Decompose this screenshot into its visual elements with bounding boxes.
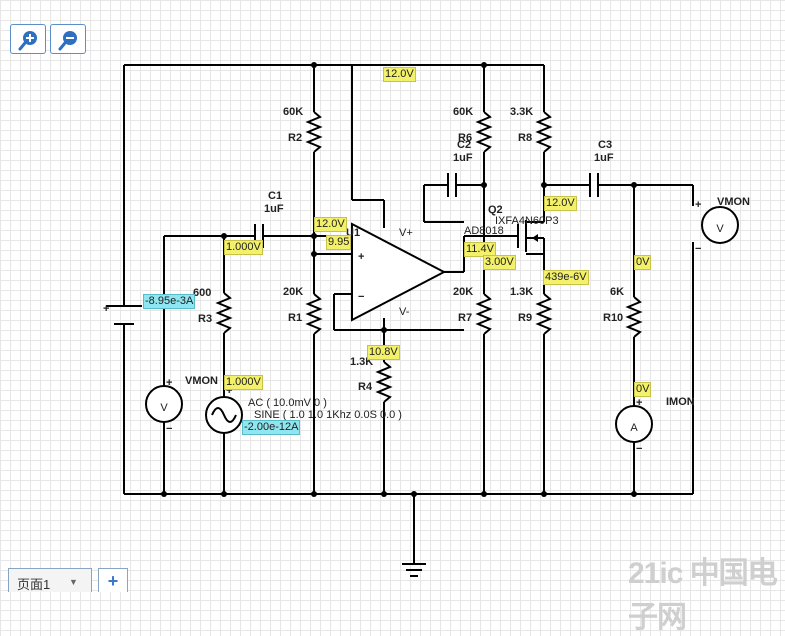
probe-opamp-output[interactable]: 11.4V: [464, 242, 496, 257]
vmon-left-plus: +: [166, 377, 172, 389]
r3-ref: R3: [198, 313, 212, 325]
zoom-out-button[interactable]: [50, 24, 86, 54]
r9-value: 1.3K: [510, 286, 533, 298]
r3-value: 600: [193, 287, 211, 299]
c1-value: 1uF: [264, 203, 284, 215]
c3-value: 1uF: [594, 152, 614, 164]
vmon-right-minus: −: [695, 243, 701, 255]
capacitor-c2[interactable]: [447, 173, 457, 197]
r7-value: 20K: [453, 286, 473, 298]
tab-page1[interactable]: 页面1 ▼: [8, 568, 92, 592]
probe-r10[interactable]: 0V: [634, 255, 652, 270]
probe-u1-input2[interactable]: 9.95: [326, 235, 352, 250]
tab-page1-label: 页面1: [17, 577, 51, 592]
mosfet-arrow-icon: [532, 234, 538, 242]
probe-r4-node[interactable]: 10.8V: [367, 345, 400, 360]
imon-minus: −: [636, 443, 642, 455]
zoom-in-button[interactable]: [10, 24, 46, 54]
imon-label: IMON: [666, 396, 695, 408]
source-line1: AC ( 10.0mV 0 ): [248, 397, 327, 409]
battery-plus: +: [103, 303, 109, 315]
probe-u1-input[interactable]: 12.0V: [314, 217, 347, 232]
ac-source[interactable]: [205, 396, 243, 434]
r1-value: 20K: [283, 286, 303, 298]
capacitor-c3[interactable]: [589, 173, 599, 197]
resistor-r1[interactable]: [305, 293, 323, 335]
probe-top-rail[interactable]: 12.0V: [383, 67, 416, 82]
vmon-left-minus: −: [166, 423, 172, 435]
ammeter-symbol: A: [630, 422, 638, 434]
resistor-r4[interactable]: [375, 361, 393, 403]
r6-ref: R6: [458, 132, 472, 144]
battery[interactable]: [106, 305, 142, 325]
imon-plus: +: [636, 397, 642, 409]
zoom-in-icon: [18, 31, 37, 51]
r1-ref: R1: [288, 312, 302, 324]
r6-value: 60K: [453, 106, 473, 118]
add-page-button[interactable]: +: [98, 568, 128, 592]
probe-c1-node[interactable]: 1.000V: [224, 240, 263, 255]
zoom-out-icon: [58, 31, 77, 51]
r9-ref: R9: [518, 312, 532, 324]
probe-source-current[interactable]: -2.00e-12A: [242, 420, 301, 435]
voltmeter-right-symbol: V: [716, 223, 724, 235]
probe-drain[interactable]: 12.0V: [544, 196, 577, 211]
c2-ref: C2: [457, 139, 471, 151]
voltmeter-left[interactable]: [145, 385, 183, 423]
r10-value: 6K: [610, 286, 624, 298]
probe-source[interactable]: 439e-6V: [543, 270, 589, 285]
u1-part: AD8018: [464, 225, 504, 237]
resistor-r6[interactable]: [475, 111, 493, 153]
r10-ref: R10: [603, 312, 623, 324]
schematic-canvas[interactable]: V V A 60K R2 20K R1 600 R3 1.3K R4 60K R…: [0, 0, 785, 592]
voltmeter-right[interactable]: [701, 206, 739, 244]
u1-vplus: V+: [399, 227, 413, 239]
source-line2: SINE ( 1.0 1.0 1Khz 0.0S 0.0 ): [254, 409, 402, 421]
u1-plus-pin: +: [358, 251, 364, 263]
source-label: VMON: [185, 375, 218, 387]
watermark-logo: 21ic 中国电子网: [628, 557, 778, 634]
r8-ref: R8: [518, 132, 532, 144]
source-plus: +: [226, 385, 232, 397]
vmon-right-plus: +: [695, 199, 701, 211]
q2-part: IXFA4N60P3: [495, 215, 559, 227]
junction-dots: [161, 62, 637, 497]
sine-wave-icon: [211, 407, 237, 423]
opamp-u1[interactable]: [351, 222, 447, 322]
resistor-r10[interactable]: [625, 296, 643, 338]
u1-minus-pin: −: [358, 291, 364, 303]
r4-ref: R4: [358, 381, 373, 393]
resistor-r7[interactable]: [475, 293, 493, 335]
u1-vminus: V-: [399, 306, 410, 318]
probe-imon[interactable]: 0V: [634, 382, 652, 397]
r8-value: 3.3K: [510, 106, 533, 118]
probe-gate[interactable]: 3.00V: [483, 255, 516, 270]
ground-symbol: [402, 563, 426, 577]
resistor-r3[interactable]: [215, 292, 233, 334]
c3-ref: C3: [598, 139, 612, 151]
resistor-r9[interactable]: [535, 293, 553, 335]
c1-ref: C1: [268, 190, 282, 202]
r2-ref: R2: [288, 132, 302, 144]
resistor-r8[interactable]: [535, 111, 553, 153]
c2-value: 1uF: [453, 152, 473, 164]
probe-battery-current[interactable]: -8.95e-3A: [143, 294, 196, 309]
r7-ref: R7: [458, 312, 472, 324]
vmon-right-label: VMON: [717, 196, 750, 208]
probe-vmon-voltage[interactable]: 1.000V: [224, 375, 263, 390]
voltmeter-left-symbol: V: [160, 402, 168, 414]
chevron-down-icon[interactable]: ▼: [69, 577, 78, 587]
q2-ref: Q2: [488, 204, 503, 216]
resistor-r2[interactable]: [305, 111, 323, 153]
ammeter-imon[interactable]: [615, 405, 653, 443]
r2-value: 60K: [283, 106, 303, 118]
